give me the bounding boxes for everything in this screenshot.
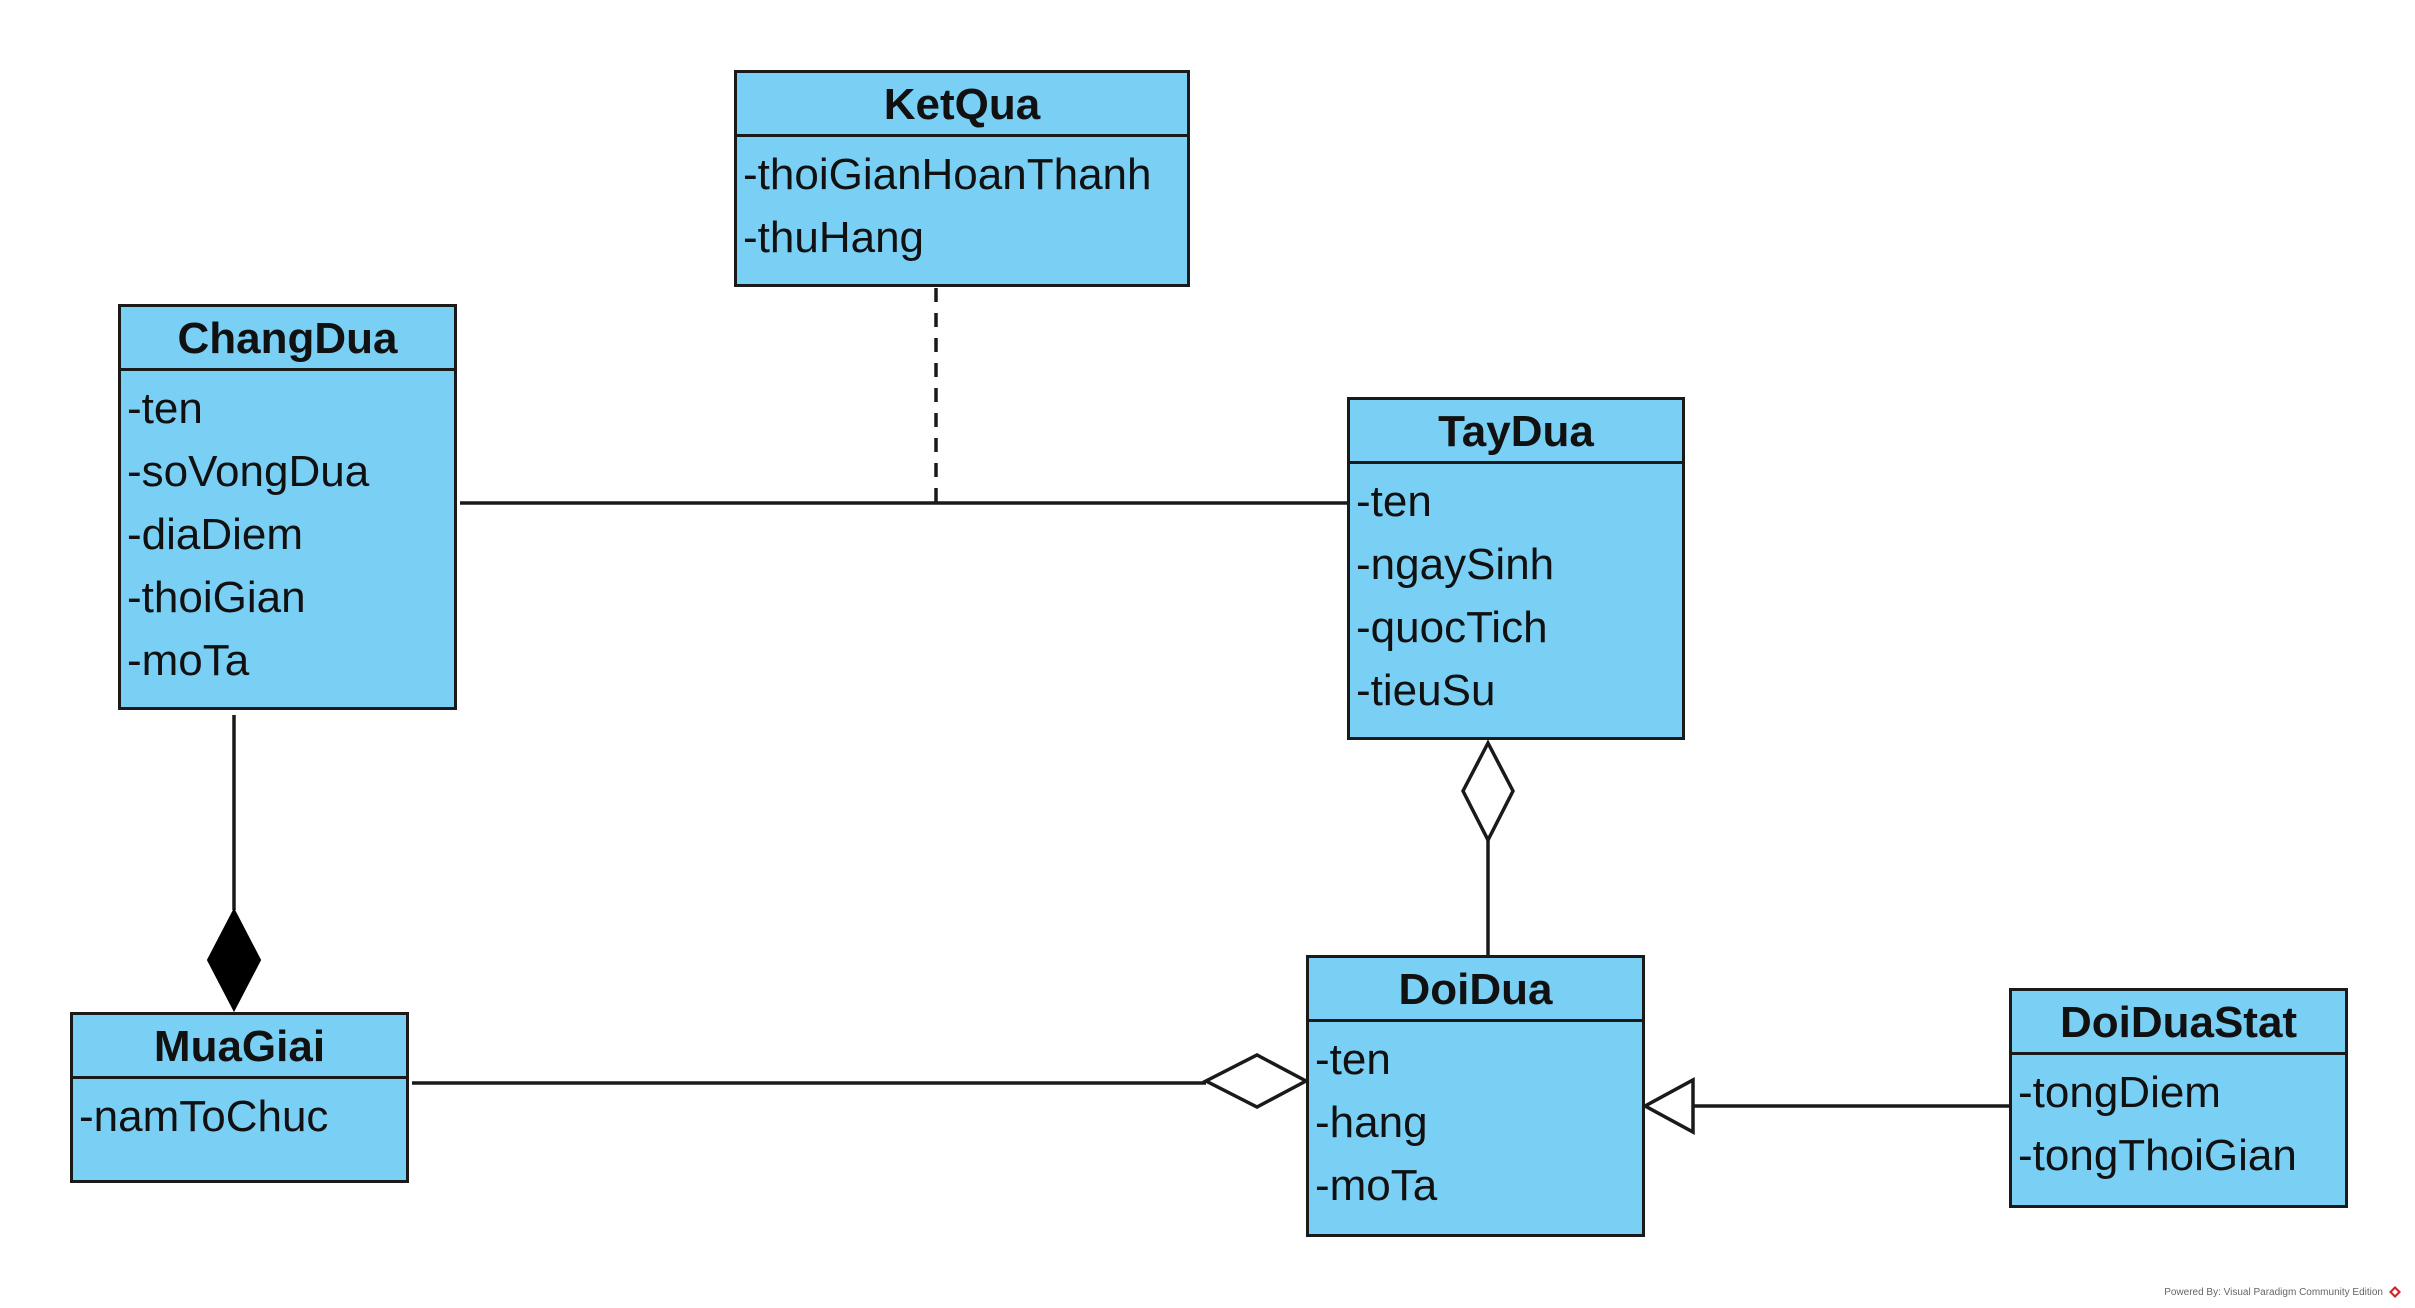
- attribute: -thoiGian: [127, 573, 306, 622]
- attribute: -ten: [1315, 1035, 1391, 1084]
- class-name: DoiDuaStat: [2012, 991, 2345, 1055]
- attribute: -namToChuc: [79, 1092, 329, 1141]
- watermark-text: Powered By: Visual Paradigm Community Ed…: [2164, 1286, 2383, 1298]
- class-changdua[interactable]: ChangDua -ten -soVongDua -diaDiem -thoiG…: [118, 304, 457, 710]
- attribute: -tieuSu: [1356, 666, 1496, 715]
- class-taydua[interactable]: TayDua -ten -ngaySinh -quocTich -tieuSu: [1347, 397, 1685, 740]
- attribute: -thuHang: [743, 213, 925, 262]
- class-doidua[interactable]: DoiDua -ten -hang -moTa: [1306, 955, 1645, 1237]
- attribute: -thoiGianHoanThanh: [743, 150, 1152, 199]
- attribute: -soVongDua: [127, 447, 370, 496]
- attribute: -moTa: [127, 636, 250, 685]
- aggregation-diamond-taydua: [1461, 739, 1515, 844]
- composition-diamond: [206, 907, 262, 1013]
- generalization-triangle: [1641, 1077, 1695, 1135]
- aggregation-diamond-muagiai: [1202, 1053, 1310, 1109]
- class-name: DoiDua: [1309, 958, 1642, 1022]
- attribute-list: -ten -hang -moTa: [1309, 1022, 1642, 1217]
- attribute-list: -thoiGianHoanThanh -thuHang: [737, 137, 1187, 269]
- class-doiduastat[interactable]: DoiDuaStat -tongDiem -tongThoiGian: [2009, 988, 2348, 1208]
- attribute: -tongThoiGian: [2018, 1131, 2297, 1180]
- attribute: -moTa: [1315, 1161, 1438, 1210]
- watermark: Powered By: Visual Paradigm Community Ed…: [2164, 1286, 2401, 1298]
- class-name: MuaGiai: [73, 1015, 406, 1079]
- class-name: KetQua: [737, 73, 1187, 137]
- attribute-list: -namToChuc: [73, 1079, 406, 1148]
- attribute-list: -ten -ngaySinh -quocTich -tieuSu: [1350, 464, 1682, 722]
- class-name: TayDua: [1350, 400, 1682, 464]
- attribute: -hang: [1315, 1098, 1428, 1147]
- visual-paradigm-logo-icon: [2389, 1286, 2401, 1298]
- attribute: -ten: [127, 384, 203, 433]
- class-muagiai[interactable]: MuaGiai -namToChuc: [70, 1012, 409, 1183]
- attribute: -tongDiem: [2018, 1068, 2221, 1117]
- attribute: -diaDiem: [127, 510, 304, 559]
- attribute: -ngaySinh: [1356, 540, 1555, 589]
- class-ketqua[interactable]: KetQua -thoiGianHoanThanh -thuHang: [734, 70, 1190, 287]
- attribute-list: -ten -soVongDua -diaDiem -thoiGian -moTa: [121, 371, 454, 692]
- class-name: ChangDua: [121, 307, 454, 371]
- attribute: -quocTich: [1356, 603, 1548, 652]
- attribute: -ten: [1356, 477, 1432, 526]
- attribute-list: -tongDiem -tongThoiGian: [2012, 1055, 2345, 1187]
